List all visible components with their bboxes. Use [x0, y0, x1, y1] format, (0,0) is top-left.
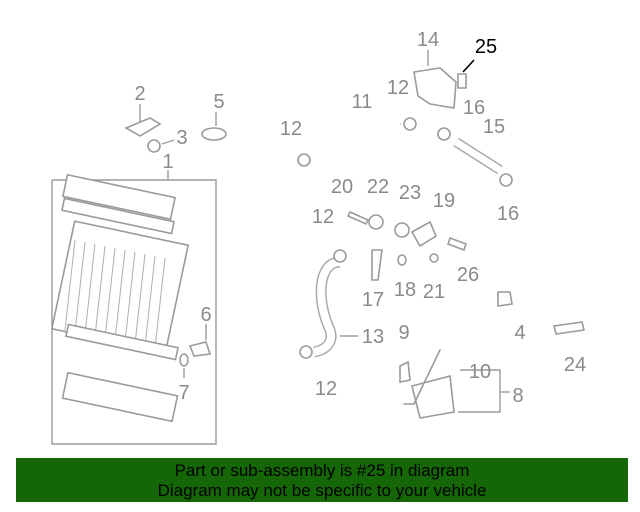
label-12: 12 [280, 118, 302, 140]
label-21: 21 [423, 281, 445, 303]
part-16-clamp[interactable] [437, 127, 451, 141]
part-3-cushion[interactable] [147, 139, 161, 153]
label-23: 23 [399, 182, 421, 204]
part-2-bracket[interactable] [124, 117, 162, 137]
label-14: 14 [417, 29, 439, 51]
banner-line-1: Part or sub-assembly is #25 in diagram [174, 461, 470, 480]
label-18: 18 [394, 279, 416, 301]
part-12-clamp[interactable] [333, 249, 347, 263]
label-16: 16 [497, 203, 519, 225]
label-11: 11 [352, 91, 373, 113]
part-24-valve[interactable] [553, 321, 585, 335]
label-19: 19 [433, 190, 455, 212]
part-19-housing[interactable] [410, 220, 438, 248]
part-18-oring[interactable] [397, 254, 407, 266]
part-7-oring[interactable] [179, 353, 189, 367]
part-25-leader [462, 59, 475, 73]
label-10: 10 [469, 361, 491, 383]
label-22: 22 [367, 176, 389, 198]
part-14-water-outlet[interactable] [413, 67, 457, 109]
part-26-switch[interactable] [446, 236, 468, 252]
label-3: 3 [176, 127, 187, 149]
radiator-assembly[interactable] [50, 173, 217, 445]
part-25-sensor[interactable] [457, 73, 467, 89]
label-1: 1 [162, 151, 173, 173]
label-12: 12 [315, 378, 337, 400]
label-5: 5 [213, 91, 224, 113]
label-24: 24 [564, 354, 586, 376]
label-6: 6 [200, 304, 211, 326]
label-2: 2 [134, 83, 145, 105]
banner-line-2: Diagram may not be specific to your vehi… [157, 481, 487, 500]
part-12-clamp[interactable] [299, 345, 313, 359]
notice-banner: Part or sub-assembly is #25 in diagram D… [16, 458, 628, 502]
part-17-pipe[interactable] [371, 249, 383, 281]
label-12: 12 [312, 206, 334, 228]
part-16-clamp[interactable] [499, 173, 513, 187]
label-20: 20 [331, 176, 353, 198]
label-13: 13 [362, 326, 384, 348]
part-4-cap[interactable] [497, 291, 513, 307]
label-25[interactable]: 25 [475, 36, 497, 58]
part-12-clamp[interactable] [297, 153, 311, 167]
part-9-bracket[interactable] [399, 360, 411, 383]
part-20-bolt[interactable] [346, 210, 370, 226]
label-12: 12 [387, 77, 409, 99]
label-9: 9 [398, 322, 409, 344]
part-5-mount[interactable] [201, 127, 227, 141]
part-6-drain[interactable] [188, 341, 212, 357]
label-8: 8 [512, 385, 523, 407]
label-16: 16 [463, 97, 485, 119]
part-12-clamp[interactable] [403, 117, 417, 131]
part-21-plug[interactable] [429, 253, 439, 263]
label-26: 26 [457, 264, 479, 286]
label-17: 17 [362, 289, 384, 311]
part-23-thermostat[interactable] [394, 222, 410, 238]
label-4: 4 [514, 322, 525, 344]
part-8-reservoir[interactable] [411, 374, 455, 419]
label-15: 15 [483, 116, 505, 138]
label-7: 7 [178, 382, 189, 404]
part-22-gasket[interactable] [368, 214, 384, 230]
